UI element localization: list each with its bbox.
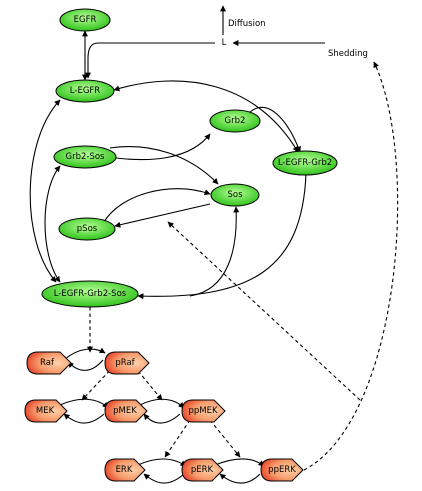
edge-ppmek-to-pmek (143, 413, 181, 424)
edge-praf-to-raf (67, 359, 104, 371)
node-psos-label: pSos (77, 224, 98, 234)
edge-ppmek-to-erk-perk (164, 419, 191, 458)
edge-sos-to-psos (114, 203, 211, 228)
node-l-egfr-grb2: L-EGFR-Grb2 (272, 150, 338, 176)
node-erk: ERK (104, 458, 146, 482)
node-mek: MEK (24, 399, 68, 423)
edge-mek-to-pmek (59, 398, 109, 409)
node-perk-label: pERK (191, 465, 214, 475)
edge-perk-to-erk (143, 473, 185, 484)
edge-l-to-l-egfr (85, 42, 215, 79)
edge-pperk-to-perk (219, 473, 261, 484)
node-grb2-sos: Grb2-Sos (53, 145, 117, 169)
edge-grb2-sos-to-sos (109, 146, 219, 185)
node-pperk-label: ppERK (268, 465, 296, 475)
node-l-egfr-label: L-EGFR (70, 86, 100, 96)
node-erk-label: ERK (116, 465, 133, 475)
node-mek-label: MEK (36, 406, 55, 416)
node-sos-label: Sos (227, 190, 243, 200)
node-psos: pSos (58, 217, 116, 241)
l-ligand-label: L (222, 38, 227, 48)
diffusion-label: Diffusion (228, 19, 266, 29)
shedding-label: Shedding (328, 49, 368, 59)
edge-psos-to-sos (103, 188, 211, 223)
edge-ppmek-to-perk-pperk (209, 419, 241, 458)
node-grb2: Grb2 (209, 109, 261, 133)
node-sos: Sos (210, 183, 260, 207)
edge-grb2-to-l-egfr-grb2 (249, 106, 301, 153)
node-l-egfr: L-EGFR (55, 79, 115, 103)
edge-pperk-to-shedding (303, 61, 399, 471)
node-l-egfr-grb2-label: L-EGFR-Grb2 (278, 158, 332, 168)
node-pperk: ppERK (260, 458, 304, 482)
edge-raf-to-praf (64, 347, 106, 360)
edges (29, 5, 399, 484)
node-pmek: pMEK (104, 399, 148, 423)
edge-l-egfr-to-l-egfr-grb2-sos (29, 99, 61, 283)
edge-grb2-sos-to-grb2 (115, 133, 211, 161)
node-egfr-label: EGFR (74, 15, 97, 25)
node-praf: pRaf (104, 351, 150, 375)
edge-pmek-to-mek (63, 413, 105, 424)
edge-l-egfr-to-l-egfr-grb2 (113, 80, 299, 153)
edge-l-egfr-grb2-sos-to-sos (189, 206, 240, 297)
edge-erk-to-perk (137, 458, 187, 467)
node-praf-label: pRaf (115, 358, 135, 368)
node-egfr: EGFR (59, 8, 111, 32)
edge-pperk-to-sos-psos (167, 221, 361, 401)
node-perk: pERK (181, 458, 224, 482)
node-grb2-label: Grb2 (225, 116, 246, 126)
edge-perk-to-pperk (214, 458, 265, 467)
edge-l-egfr-grb2-to-l-egfr-grb2-sos (137, 173, 307, 300)
node-ppmek: ppMEK (181, 399, 226, 423)
node-ppmek-label: ppMEK (188, 406, 217, 416)
node-raf-label: Raf (40, 358, 55, 368)
node-raf: Raf (26, 351, 72, 375)
node-pmek-label: pMEK (113, 406, 137, 416)
node-l-egfr-grb2-sos-label: L-EGFR-Grb2-Sos (54, 289, 127, 299)
edge-pmek-to-ppmek (139, 398, 185, 409)
node-grb2-sos-label: Grb2-Sos (66, 152, 106, 162)
edge-grb2-sos-to-l-egfr-grb2-sos (44, 165, 61, 283)
node-l-egfr-grb2-sos: L-EGFR-Grb2-Sos (41, 280, 139, 308)
